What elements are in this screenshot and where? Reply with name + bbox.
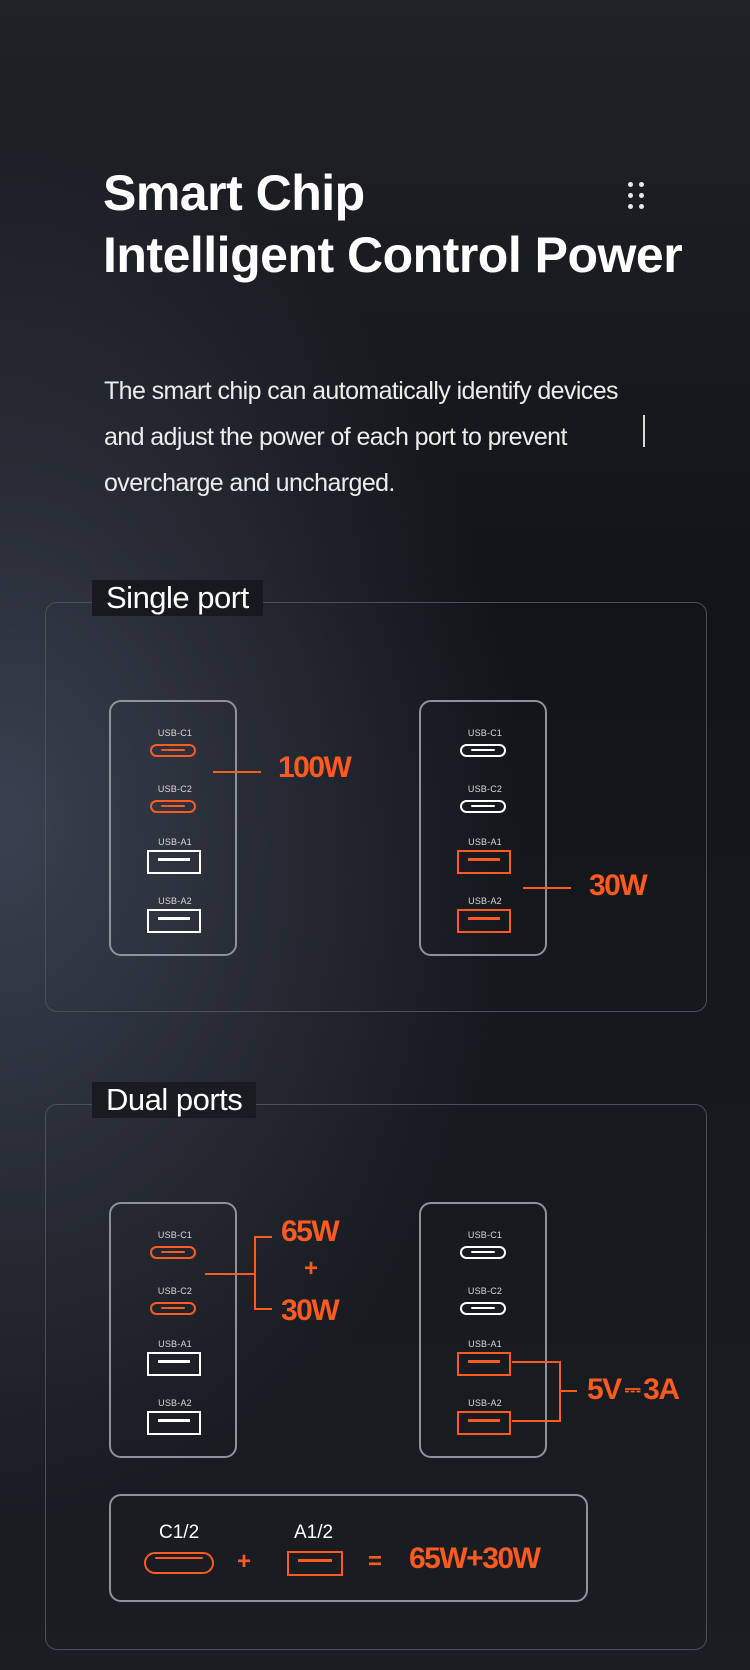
dual-ports-section [45, 1104, 707, 1650]
dots-menu-icon[interactable] [628, 182, 650, 218]
connector-line [523, 887, 571, 889]
usb-a2-port [457, 1411, 511, 1435]
port-label-usb-c2: USB-C2 [467, 784, 503, 794]
dual-left-power-top: 65W [281, 1215, 340, 1248]
usb-c2-port [150, 800, 196, 813]
bracket-line [254, 1236, 256, 1310]
port-label-usb-c1: USB-C1 [467, 728, 503, 738]
usb-a1-port [457, 850, 511, 874]
single-port-title: Single port [92, 580, 263, 616]
usb-a2-port [147, 1411, 201, 1435]
single-left-charger: USB-C1 USB-C2 USB-A1 USB-A2 [109, 700, 237, 956]
usb-c2-port [150, 1302, 196, 1315]
connector-line [213, 771, 261, 773]
port-label-usb-a2: USB-A2 [468, 896, 502, 906]
dual-left-charger: USB-C1 USB-C2 USB-A1 USB-A2 [109, 1202, 237, 1458]
single-left-power: 100W [278, 751, 352, 784]
combo-label-a: A1/2 [294, 1522, 334, 1543]
description-text: The smart chip can automatically identif… [104, 377, 619, 497]
dual-right-charger: USB-C1 USB-C2 USB-A1 USB-A2 [419, 1202, 547, 1458]
connector-line [559, 1390, 577, 1392]
combo-label-c: C1/2 [159, 1522, 200, 1543]
port-label-usb-c1: USB-C1 [157, 728, 193, 738]
current-value: 3A [643, 1373, 680, 1406]
port-label-usb-c1: USB-C1 [157, 1230, 193, 1240]
port-label-usb-c2: USB-C2 [467, 1286, 503, 1296]
usb-a2-port [147, 909, 201, 933]
port-label-usb-a1: USB-A1 [158, 1339, 192, 1349]
voltage-value: 5V [587, 1373, 622, 1406]
port-label-usb-a1: USB-A1 [158, 837, 192, 847]
usb-a1-port [457, 1352, 511, 1376]
usb-c1-port [460, 1246, 506, 1259]
usb-a1-port [147, 850, 201, 874]
usb-c1-port [150, 1246, 196, 1259]
connector-line [205, 1273, 255, 1275]
single-port-section [45, 602, 707, 1012]
port-label-usb-a2: USB-A2 [468, 1398, 502, 1408]
dual-right-power: 5V⎓3A [587, 1373, 680, 1407]
bracket-line [254, 1236, 272, 1238]
combo-box: C1/2 + A1/2 = 65W+30W [109, 1494, 588, 1602]
heading-line-1: Smart Chip [103, 165, 365, 221]
heading-line-2: Intelligent Control Power [103, 227, 683, 283]
port-label-usb-a2: USB-A2 [158, 1398, 192, 1408]
usb-a-port-icon [287, 1551, 343, 1576]
usb-c-port-icon [144, 1552, 214, 1574]
bracket-line [512, 1420, 560, 1422]
port-label-usb-c1: USB-C1 [467, 1230, 503, 1240]
usb-c2-port [460, 800, 506, 813]
bracket-line [512, 1361, 560, 1363]
single-right-power: 30W [589, 869, 648, 902]
usb-c2-port [460, 1302, 506, 1315]
port-label-usb-a2: USB-A2 [158, 896, 192, 906]
scroll-indicator [643, 415, 645, 447]
usb-a2-port [457, 909, 511, 933]
port-label-usb-a1: USB-A1 [468, 1339, 502, 1349]
combo-result: 65W+30W [409, 1542, 541, 1575]
port-label-usb-a1: USB-A1 [468, 837, 502, 847]
usb-c1-port [150, 744, 196, 757]
port-label-usb-c2: USB-C2 [157, 784, 193, 794]
dual-ports-title: Dual ports [92, 1082, 257, 1118]
combo-plus: + [237, 1548, 251, 1575]
bracket-line [254, 1308, 272, 1310]
dc-symbol-icon: ⎓ [624, 1379, 641, 1401]
usb-a1-port [147, 1352, 201, 1376]
single-right-charger: USB-C1 USB-C2 USB-A1 USB-A2 [419, 700, 547, 956]
dual-left-power-bottom: 30W [281, 1294, 340, 1327]
port-label-usb-c2: USB-C2 [157, 1286, 193, 1296]
plus-sign: + [304, 1255, 318, 1282]
usb-c1-port [460, 744, 506, 757]
combo-equals: = [368, 1548, 382, 1575]
